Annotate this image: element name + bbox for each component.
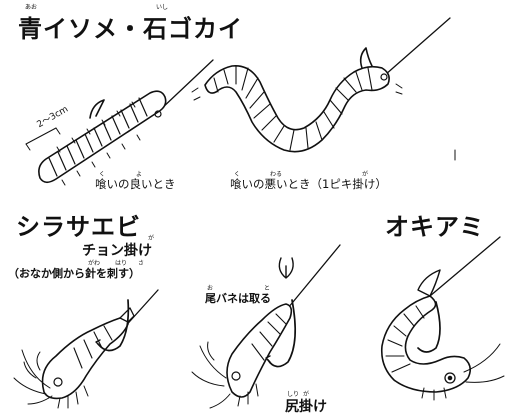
shrimp-chon-kake-illustration (14, 290, 158, 408)
shrimp-shiri-kake-illustration (192, 245, 340, 408)
worm-good-bite-illustration (26, 60, 213, 185)
krill-illustration (382, 237, 504, 400)
worm-bad-bite-illustration (192, 18, 455, 160)
